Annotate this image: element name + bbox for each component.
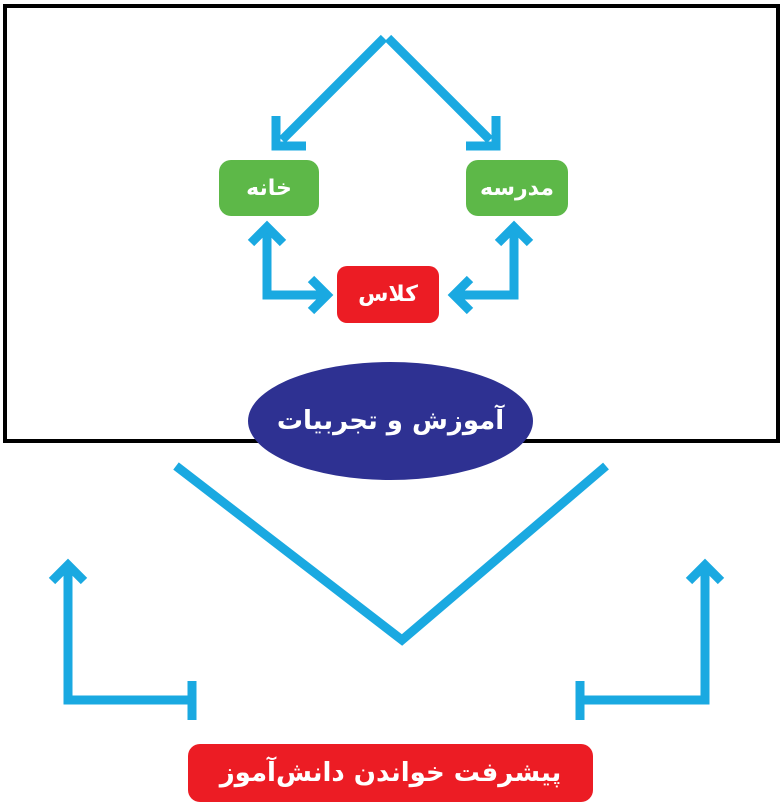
left-feedback-arrow [48,558,197,720]
reading-progress-node: پیشرفت خواندن دانش‌آموز [188,744,593,802]
home-class-bidirectional-arrow [247,220,334,315]
school-node: مدرسه [466,160,568,216]
home-node: خانه [219,160,319,216]
split-arrow-to-home [271,34,388,151]
convergence-v-line [173,462,609,646]
home-label: خانه [246,175,292,201]
education-experience-node: آموزش و تجربیات [248,362,533,480]
class-label: کلاس [358,282,418,307]
class-node: کلاس [337,266,439,323]
split-arrow-to-school [384,34,501,151]
right-feedback-arrow [575,558,725,720]
education-experience-label: آموزش و تجربیات [276,406,505,436]
school-class-bidirectional-arrow [447,220,534,315]
school-label: مدرسه [480,175,554,201]
reading-progress-label: پیشرفت خواندن دانش‌آموز [219,758,562,788]
